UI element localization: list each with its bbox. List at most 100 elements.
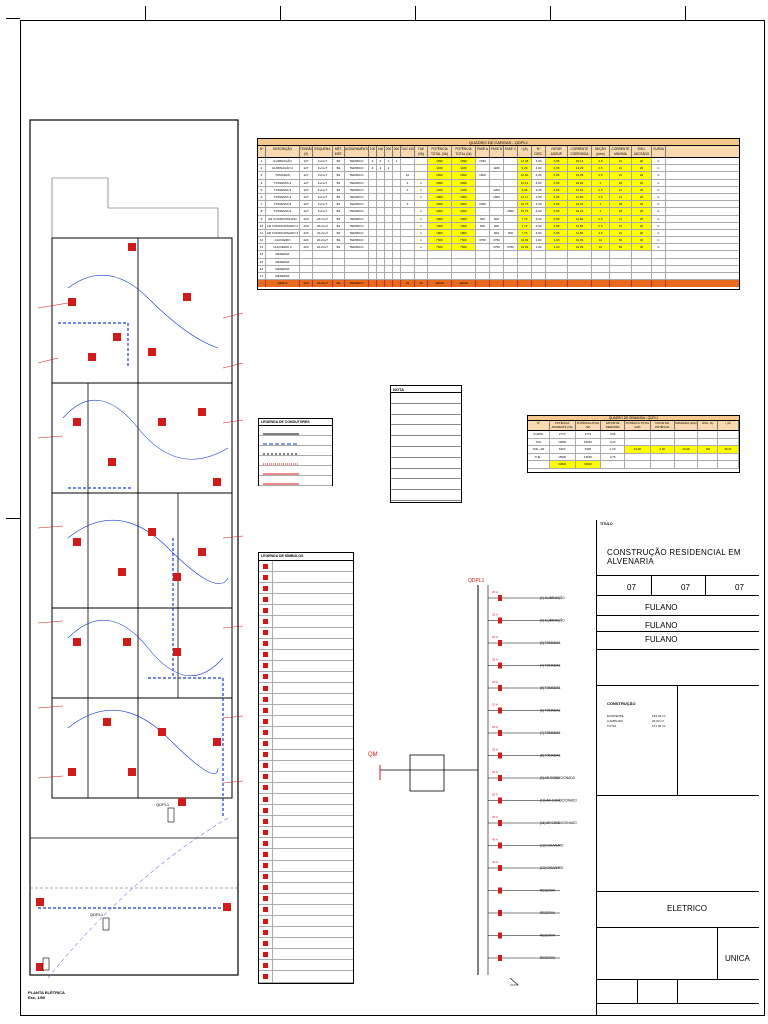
sheet-word: UNICA xyxy=(725,954,750,963)
load-table-cell: C xyxy=(652,179,666,186)
load-table-cell: 20 xyxy=(632,165,652,172)
load-table-cell xyxy=(385,258,393,265)
load-table-cell: 3750 xyxy=(504,244,518,251)
load-table-cell xyxy=(393,193,401,201)
load-table-cell xyxy=(393,165,401,172)
load-table-cell xyxy=(568,265,592,272)
load-table-cell xyxy=(385,273,393,280)
load-table-total-cell: 10 xyxy=(415,280,428,288)
symbol-icon xyxy=(259,638,273,650)
symbol-icon xyxy=(259,848,273,860)
load-table-cell: F+N+T xyxy=(313,179,333,186)
demand-cell: 100 xyxy=(698,446,719,453)
load-table-cell xyxy=(415,158,428,165)
load-table-cell: 2000 xyxy=(452,201,476,208)
load-table-total-cell: 220 xyxy=(300,280,313,288)
load-table-cell xyxy=(532,258,546,265)
symbol-icon xyxy=(259,793,273,805)
load-table-cell xyxy=(476,186,490,193)
load-table-cell: 14,17 xyxy=(518,193,532,201)
load-table-cell xyxy=(632,265,652,272)
symbol-legend-row xyxy=(259,971,353,983)
load-table-cell: B1 xyxy=(333,186,345,193)
responsible-name: FULANO xyxy=(645,635,678,644)
load-table-total-cell xyxy=(258,280,266,288)
load-table-cell: 220 xyxy=(300,237,313,244)
circuit-label: (5) TOMADAS xyxy=(540,686,560,690)
load-table-cell xyxy=(377,258,385,265)
demand-table-title: QUADRO DE DEMANDA - QDPL1 xyxy=(528,416,739,421)
load-table-cell: C xyxy=(652,215,666,222)
load-table-cell: 10 xyxy=(401,172,415,179)
load-table-cell xyxy=(452,265,476,272)
demand-cell xyxy=(698,461,719,468)
symbol-icon xyxy=(259,804,273,816)
load-table-cell: 19,38 xyxy=(568,172,592,179)
symbol-icon xyxy=(259,704,273,716)
load-table-cell xyxy=(476,273,490,280)
load-table-cell xyxy=(369,186,377,193)
demand-cell xyxy=(625,461,651,468)
load-table-cell: 127 xyxy=(300,158,313,165)
load-table-cell: TOMADAS 3 xyxy=(266,186,300,193)
load-table-cell xyxy=(377,186,385,193)
symbol-icon xyxy=(259,760,273,772)
load-table-cell: 127 xyxy=(300,179,313,186)
symbol-legend-row xyxy=(259,915,353,928)
load-table-cell: 15 xyxy=(258,258,266,265)
floor-plan-drawing: QDPL1 QDPL1 xyxy=(29,119,244,979)
load-table-cell: 1 xyxy=(415,193,428,201)
load-table-cell xyxy=(401,258,415,265)
load-table-header-cell: Nº xyxy=(258,146,266,157)
load-table-cell xyxy=(385,201,393,208)
load-table-cell xyxy=(415,165,428,172)
load-table-cell: 50 xyxy=(610,237,632,244)
load-table-cell: 1600 xyxy=(476,172,490,179)
load-table-cell: C xyxy=(652,193,666,201)
demand-cell: 2770 xyxy=(550,431,576,438)
load-table-cell: 15,75 xyxy=(518,208,532,215)
demand-cell xyxy=(528,461,550,468)
load-table-cell: 7500 xyxy=(452,237,476,244)
load-table-cell: 9 xyxy=(258,215,266,222)
demand-cell: 0,24 xyxy=(601,438,626,446)
note-item xyxy=(391,469,461,480)
conductor-legend: LEGENDA DE CONDUTORES xyxy=(258,418,333,486)
load-table-cell: RESERVA xyxy=(266,258,300,265)
load-table-cell xyxy=(504,165,518,172)
load-table-cell: B1 xyxy=(333,244,345,251)
load-table-cell: 1800 xyxy=(452,215,476,222)
load-table-total-cell xyxy=(592,280,610,288)
load-table-cell: 25 xyxy=(632,208,652,215)
load-table-cell xyxy=(476,251,490,258)
symbol-icon xyxy=(259,826,273,838)
load-table-cell: 20 xyxy=(632,186,652,193)
load-table-cell: 20 xyxy=(632,193,652,201)
demand-cell: ILUMIN. xyxy=(528,431,550,438)
circuit-label: (10) AR CONDICIONADO xyxy=(540,799,577,803)
load-table-cell: TERMICO xyxy=(345,186,369,193)
demand-cell xyxy=(675,461,699,468)
demand-header-cell: Nº xyxy=(528,421,550,430)
load-table-cell xyxy=(393,229,401,237)
load-table-cell: 0,65 xyxy=(546,193,568,201)
load-table-cell: 24,23 xyxy=(568,201,592,208)
load-table-cell: 0,65 xyxy=(546,222,568,229)
load-table-cell: 4,00 xyxy=(532,193,546,201)
load-table-cell: 900 xyxy=(490,229,504,237)
load-table-cell: B1 xyxy=(333,165,345,172)
load-table-cell xyxy=(490,179,504,186)
circuit-breaker-icon xyxy=(498,662,502,669)
designer-name: FULANO xyxy=(645,621,678,630)
load-table-cell xyxy=(401,208,415,215)
load-table-cell: 2F+N+T xyxy=(313,244,333,251)
symbol-icon xyxy=(259,604,273,616)
load-table-cell xyxy=(652,251,666,258)
load-table-cell: RESERVA xyxy=(266,273,300,280)
load-table-cell xyxy=(369,222,377,229)
demand-cell: 5400 xyxy=(576,446,602,453)
top-tick xyxy=(280,6,281,20)
load-table-cell: 1 xyxy=(415,208,428,215)
